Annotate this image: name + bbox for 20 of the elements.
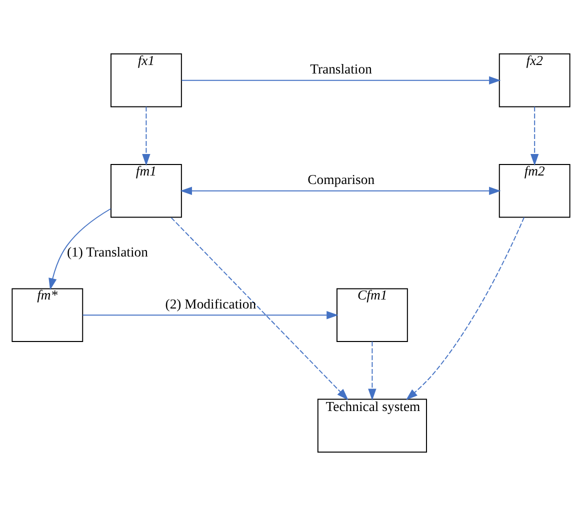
node-box: fx1 xyxy=(110,53,182,108)
node-box: fx2 xyxy=(498,53,570,108)
arrow xyxy=(170,217,348,400)
arrow xyxy=(180,186,501,195)
edge-label: (2) Modification xyxy=(165,296,256,312)
node-box: fm* xyxy=(12,288,84,342)
arrow xyxy=(82,311,338,320)
edge-label: Translation xyxy=(310,62,372,77)
arrow xyxy=(181,76,501,84)
edge-label: Comparison xyxy=(308,172,375,188)
edge-label: (1) Translation xyxy=(66,244,148,260)
node-box: fm1 xyxy=(110,164,182,218)
node-box: Technical system xyxy=(317,398,427,453)
arrow xyxy=(530,106,539,166)
arrow xyxy=(406,216,525,400)
arrow xyxy=(142,106,150,166)
node-box: fm2 xyxy=(498,164,570,218)
arrow xyxy=(48,208,112,290)
node-box: Cfm1 xyxy=(336,288,408,342)
arrow xyxy=(368,341,376,400)
